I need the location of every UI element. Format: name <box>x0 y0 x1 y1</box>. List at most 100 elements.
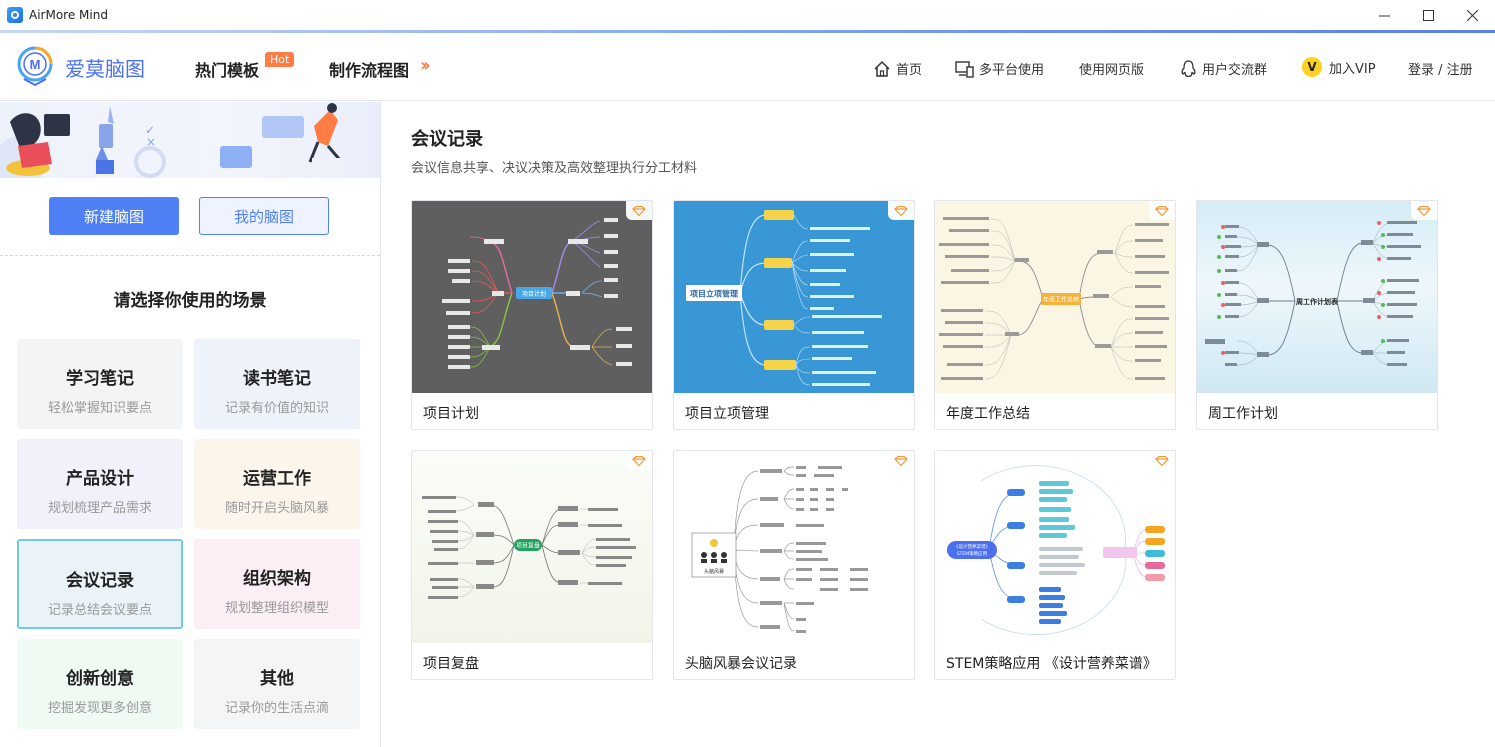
scene-title: 创新创意 <box>66 669 134 689</box>
scene-card-reading-notes[interactable]: 读书笔记 记录有价值的知识 <box>194 339 360 429</box>
nav-vip[interactable]: V 加入VIP <box>1302 57 1376 77</box>
nav-hot-templates[interactable]: 热门模板 <box>195 61 260 80</box>
premium-diamond-icon <box>888 451 914 470</box>
nav-community-label: 用户交流群 <box>1202 63 1268 78</box>
scene-subtitle: 轻松掌握知识要点 <box>47 401 152 416</box>
template-card-weekly-plan[interactable]: 周工作计划表 周工作计划 <box>1196 200 1438 430</box>
svg-text:×: × <box>146 135 156 149</box>
vip-icon: V <box>1302 57 1322 77</box>
scene-card-product-design[interactable]: 产品设计 规划梳理产品需求 <box>17 439 183 529</box>
template-name: 周工作计划 <box>1208 406 1278 422</box>
brand-logo-icon[interactable]: M <box>16 45 54 87</box>
svg-text:年度工作总结: 年度工作总结 <box>1043 296 1079 304</box>
nav-vip-label: 加入VIP <box>1329 61 1376 77</box>
template-name: 项目复盘 <box>423 656 479 672</box>
section-title: 会议记录 <box>411 129 483 150</box>
scene-prompt: 请选择你使用的场景 <box>113 291 267 311</box>
accent-line <box>0 30 1495 33</box>
scene-card-study-notes[interactable]: 学习笔记 轻松掌握知识要点 <box>17 339 183 429</box>
window-title: AirMore Mind <box>29 8 108 22</box>
template-thumbnail: 项目复盘 <box>412 451 652 643</box>
nav-home-label: 首页 <box>896 63 923 78</box>
nav-multi-platform-label: 多平台使用 <box>979 63 1045 78</box>
template-card-brainstorm-meeting[interactable]: 头脑风暴 头脑风暴会议记录 <box>673 450 915 680</box>
template-name: 项目计划 <box>423 406 479 422</box>
svg-text:M: M <box>30 57 41 72</box>
svg-text:周工作计划表: 周工作计划表 <box>1296 297 1339 306</box>
svg-text:项目立项管理: 项目立项管理 <box>690 289 738 299</box>
scene-title: 组织架构 <box>243 569 311 589</box>
nav-login[interactable]: 登录 / 注册 <box>1408 59 1473 78</box>
scene-card-operations[interactable]: 运营工作 随时开启头脑风暴 <box>194 439 360 529</box>
scene-card-other[interactable]: 其他 记录你的生活点滴 <box>194 639 360 729</box>
scene-card-org-structure[interactable]: 组织架构 规划整理组织模型 <box>194 539 360 629</box>
scene-subtitle: 随时开启头脑风暴 <box>224 501 329 516</box>
template-card-stem-nutrition[interactable]: 《设计营养菜谱》 STEM策略应用 STEM策略应用 《设计营养菜谱》 <box>934 450 1176 680</box>
template-thumbnail: 项目计划 <box>412 201 652 393</box>
svg-text:项目计划: 项目计划 <box>522 290 546 298</box>
nav-community[interactable]: 用户交流群 <box>1180 59 1267 78</box>
scene-subtitle: 规划整理组织模型 <box>224 601 329 616</box>
svg-text:头脑风暴: 头脑风暴 <box>704 568 724 575</box>
template-name: 项目立项管理 <box>685 406 769 422</box>
premium-diamond-icon <box>888 201 914 220</box>
scene-title: 学习笔记 <box>66 369 134 389</box>
scene-card-meeting-notes[interactable]: 会议记录 记录总结会议要点 <box>17 539 183 629</box>
penguin-icon <box>1181 59 1196 77</box>
section-subtitle: 会议信息共享、决议决策及高效整理执行分工材料 <box>411 161 698 176</box>
template-card-annual-summary[interactable]: 年度工作总结 年度工作总结 <box>934 200 1176 430</box>
app-icon <box>7 7 23 23</box>
premium-diamond-icon <box>1411 201 1437 220</box>
template-card-project-review[interactable]: 项目复盘 项目复盘 <box>411 450 653 680</box>
sidebar: ✓ × 新建脑图 我的脑图 请选择你使用的场景 学习笔记 轻松掌握知识要点 读书… <box>0 102 381 747</box>
premium-diamond-icon <box>626 201 652 220</box>
svg-text:《设计营养菜谱》: 《设计营养菜谱》 <box>954 543 990 550</box>
nav-multi-platform[interactable]: 多平台使用 <box>955 59 1044 78</box>
scene-title: 读书笔记 <box>243 369 311 389</box>
close-icon[interactable] <box>1449 0 1495 30</box>
scene-card-innovation[interactable]: 创新创意 挖掘发现更多创意 <box>17 639 183 729</box>
svg-text:STEM策略应用: STEM策略应用 <box>957 550 987 557</box>
scene-subtitle: 规划梳理产品需求 <box>47 501 152 516</box>
brand-name[interactable]: 爱莫脑图 <box>65 57 145 81</box>
scene-subtitle: 记录你的生活点滴 <box>224 701 329 716</box>
devices-icon <box>955 60 974 78</box>
scene-title: 运营工作 <box>243 469 311 489</box>
premium-diamond-icon <box>626 451 652 470</box>
nav-make-flowchart[interactable]: 制作流程图 <box>329 61 410 80</box>
title-bar: AirMore Mind <box>0 0 1495 30</box>
template-name: 头脑风暴会议记录 <box>685 656 797 672</box>
template-thumbnail: 年度工作总结 <box>935 201 1175 393</box>
premium-diamond-icon <box>1149 451 1175 470</box>
scene-subtitle: 记录总结会议要点 <box>47 603 152 618</box>
scene-title: 其他 <box>260 669 294 689</box>
nav-login-label: 登录 / 注册 <box>1408 63 1473 78</box>
template-name: STEM策略应用 《设计营养菜谱》 <box>946 656 1157 672</box>
scene-title: 会议记录 <box>66 571 134 591</box>
nav-home[interactable]: 首页 <box>873 59 922 78</box>
svg-text:项目复盘: 项目复盘 <box>516 542 540 550</box>
template-name: 年度工作总结 <box>946 406 1030 422</box>
minimize-icon[interactable] <box>1361 0 1407 30</box>
scene-subtitle: 挖掘发现更多创意 <box>47 701 152 716</box>
app-header: M 爱莫脑图 热门模板 Hot 制作流程图 ›› 首页 多平台使用 使用网页版 … <box>0 33 1495 101</box>
premium-diamond-icon <box>1149 201 1175 220</box>
divider <box>0 255 380 256</box>
my-mindmaps-button[interactable]: 我的脑图 <box>199 197 329 235</box>
scene-subtitle: 记录有价值的知识 <box>224 401 329 416</box>
double-chevron-icon: ›› <box>420 55 431 76</box>
template-thumbnail: 《设计营养菜谱》 STEM策略应用 <box>935 451 1175 643</box>
scene-title: 产品设计 <box>66 469 134 489</box>
template-card-project-initiation[interactable]: 项目立项管理 项目立项管理 <box>673 200 915 430</box>
template-thumbnail: 头脑风暴 <box>674 451 914 643</box>
maximize-icon[interactable] <box>1405 0 1451 30</box>
nav-web-version-label: 使用网页版 <box>1079 63 1145 78</box>
sidebar-banner-illustration: ✓ × <box>0 102 380 178</box>
template-thumbnail: 周工作计划表 <box>1197 201 1437 393</box>
home-icon <box>874 60 890 77</box>
nav-web-version[interactable]: 使用网页版 <box>1079 59 1144 78</box>
template-thumbnail: 项目立项管理 <box>674 201 914 393</box>
new-mindmap-button[interactable]: 新建脑图 <box>49 197 179 235</box>
template-card-project-plan[interactable]: 项目计划 项目计划 <box>411 200 653 430</box>
svg-text:✓: ✓ <box>145 123 155 137</box>
